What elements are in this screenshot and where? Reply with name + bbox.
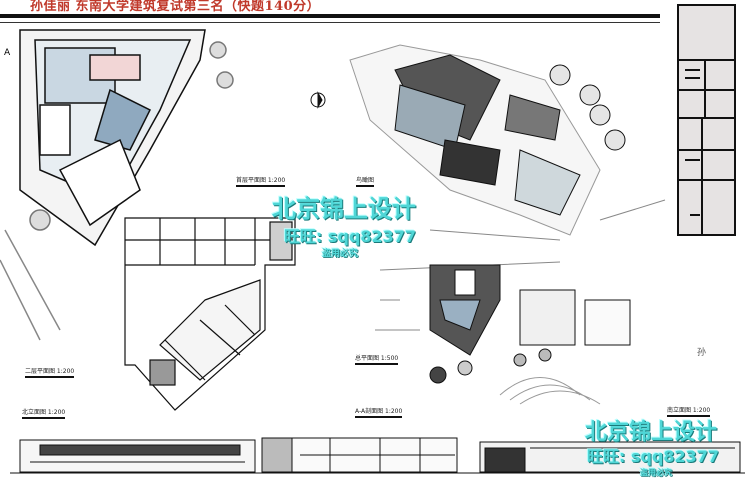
label-section-aa: A-A剖面图 1:200 [355, 408, 403, 418]
section-marker-a: A [4, 48, 11, 58]
ground-floor-plan-drawing [0, 29, 234, 341]
signature: 孙 [697, 348, 707, 358]
section-aa-drawing [261, 437, 458, 473]
title-rule-thin [0, 22, 660, 23]
title-block-graphic [677, 4, 736, 236]
north-elevation-drawing [19, 439, 256, 473]
title-rule-thick [0, 14, 660, 18]
watermark-brand-bottom: 北京锦上设计 [585, 420, 718, 445]
watermark-contact: 旺旺: sqq82377 [284, 227, 417, 246]
label-site-plan: 总平面图 1:500 [355, 355, 399, 365]
label-ground-floor-plan: 首层平面图 1:200 [236, 177, 286, 187]
label-second-floor-plan: 二层平面图 1:200 [25, 368, 75, 378]
watermark-brand: 北京锦上设计 [272, 195, 416, 223]
sheet-title: 孙佳丽 东南大学建筑复试第三名（快题140分） [30, 0, 321, 14]
label-aerial-view: 鸟瞰图 [356, 177, 375, 187]
watermark-contact-bottom: 旺旺: sqq82377 [587, 447, 720, 466]
north-arrow-icon [310, 91, 326, 109]
watermark-note-bottom: 盗用必究 [640, 468, 672, 477]
watermark-note: 盗用必究 [322, 249, 359, 259]
label-south-elevation: 南立面图 1:200 [667, 407, 711, 417]
site-plan-drawing [375, 261, 631, 405]
south-elevation-drawing [479, 441, 741, 473]
second-floor-plan-drawing [124, 217, 296, 411]
label-north-elevation: 北立面图 1:200 [22, 409, 66, 419]
aerial-view-drawing [349, 44, 666, 241]
